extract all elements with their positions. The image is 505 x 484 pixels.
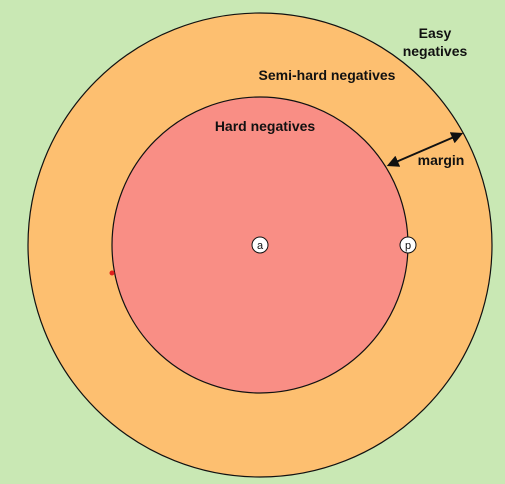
easy-negatives-label-line2: negatives bbox=[403, 43, 468, 59]
hard-negatives-label: Hard negatives bbox=[215, 118, 316, 134]
anchor-point-circle bbox=[251, 236, 269, 254]
positive-point-label: p bbox=[405, 240, 411, 252]
semi-hard-negatives-label: Semi-hard negatives bbox=[259, 67, 396, 83]
positive-point-circle bbox=[399, 236, 417, 254]
anchor-point: a bbox=[251, 236, 269, 254]
red-marker-dot bbox=[109, 270, 115, 276]
positive-point: p bbox=[399, 236, 417, 254]
margin-label: margin bbox=[418, 152, 465, 168]
easy-negatives-label-line1: Easy bbox=[419, 25, 452, 41]
margin-arrow bbox=[386, 132, 464, 167]
anchor-point-label: a bbox=[257, 240, 264, 252]
